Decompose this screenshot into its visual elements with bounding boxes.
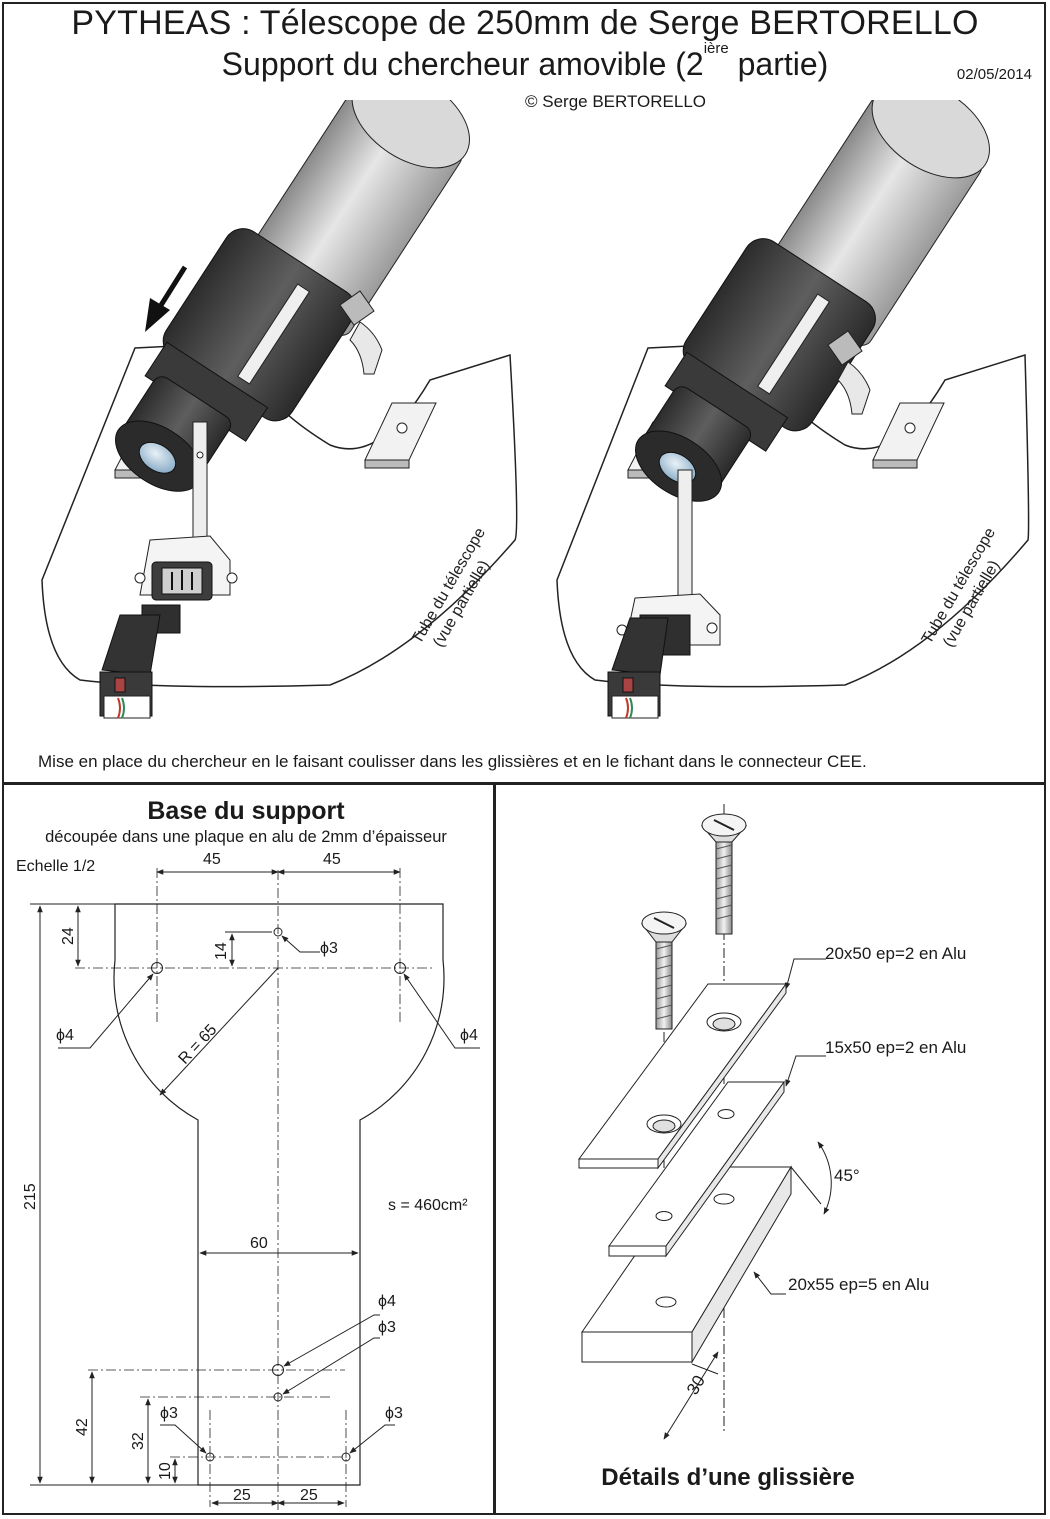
dim-60: 60	[250, 1235, 268, 1252]
phi3-bl-label: ϕ3	[160, 1405, 178, 1422]
dim-25-left: 25	[233, 1487, 251, 1504]
phi4-left-label: ϕ4	[56, 1027, 74, 1044]
phi4-right-label: ϕ4	[460, 1027, 478, 1044]
dim-215: 215	[22, 1183, 39, 1210]
rail-right-b	[872, 402, 945, 469]
panel-divider-vertical	[493, 784, 496, 1515]
panel-divider-horizontal	[2, 782, 1046, 785]
dim-32: 32	[130, 1432, 147, 1450]
screw-right	[700, 813, 748, 935]
dim-45-right: 45	[323, 851, 341, 868]
finder-left	[115, 100, 470, 492]
base-plate-drawing: 45 45 24 14 ϕ3 ϕ4 ϕ4 R = 65 215 s = 460c…	[22, 851, 480, 1510]
hole-phi4-mid	[272, 1364, 284, 1376]
finder-installation-illustration: Tube du télescope(vue partielle)	[41, 100, 1030, 719]
rail-left-b	[364, 402, 437, 469]
scene-right: Tube du télescope(vue partielle)	[556, 100, 1030, 719]
plate2-label: 15x50 ep=2 en Alu	[825, 1038, 966, 1057]
phi3-mid-label: ϕ3	[378, 1319, 396, 1336]
copyright-label: © Serge BERTORELLO	[525, 92, 707, 111]
details-title: Détails d’une glissière	[601, 1464, 855, 1491]
slide-direction-arrow	[145, 265, 188, 332]
installation-caption: Mise en place du chercheur en le faisant…	[38, 752, 867, 771]
base-title: Base du support	[147, 797, 345, 825]
slide-rail-exploded-view: 20x50 ep=2 en Alu 15x50 ep=2 en Alu 20x5…	[578, 804, 966, 1440]
support-leg-left	[134, 421, 238, 601]
dim-45-left: 45	[203, 851, 221, 868]
hole-phi3-br	[341, 1452, 351, 1462]
angle-label: 45°	[834, 1166, 860, 1185]
dim-14: 14	[213, 942, 230, 960]
clamp-knob-right	[827, 330, 871, 415]
scale-label: Echelle 1/2	[16, 858, 96, 875]
finder-right	[635, 100, 990, 502]
dim-25-right: 25	[300, 1487, 318, 1504]
hole-phi4-left	[151, 962, 163, 974]
page-subtitle: Support du chercheur amovible (2ière par…	[221, 40, 829, 82]
date-label: 02/05/2014	[956, 66, 1032, 83]
hole-phi3-top	[273, 927, 283, 937]
base-plate-outline	[113, 903, 445, 1486]
plate1-label: 20x50 ep=2 en Alu	[825, 944, 966, 963]
surface-label: s = 460cm²	[388, 1197, 468, 1214]
hole-phi4-right	[394, 962, 406, 974]
hole-phi3-bl	[205, 1452, 215, 1462]
screw-left	[640, 911, 688, 1030]
dim-42: 42	[74, 1418, 91, 1436]
phi4-mid-label: ϕ4	[378, 1293, 396, 1310]
radius-label: R = 65	[175, 1021, 220, 1067]
plug-left	[99, 604, 181, 719]
clamp-knob-left	[339, 290, 383, 375]
dim-24: 24	[60, 927, 77, 945]
phi3-top-label: ϕ3	[320, 940, 338, 957]
phi3-br-label: ϕ3	[385, 1405, 403, 1422]
dim-10: 10	[157, 1462, 174, 1480]
plate-15x50	[608, 1080, 785, 1258]
base-subtitle: découpée dans une plaque en alu de 2mm d…	[45, 828, 447, 846]
hole-phi3-mid	[273, 1392, 283, 1402]
plug-right	[607, 614, 691, 719]
dim-30: 30	[683, 1372, 709, 1398]
plate3-label: 20x55 ep=5 en Alu	[788, 1275, 929, 1294]
plate-20x50	[578, 982, 787, 1170]
page-title: PYTHEAS : Télescope de 250mm de Serge BE…	[71, 4, 979, 42]
